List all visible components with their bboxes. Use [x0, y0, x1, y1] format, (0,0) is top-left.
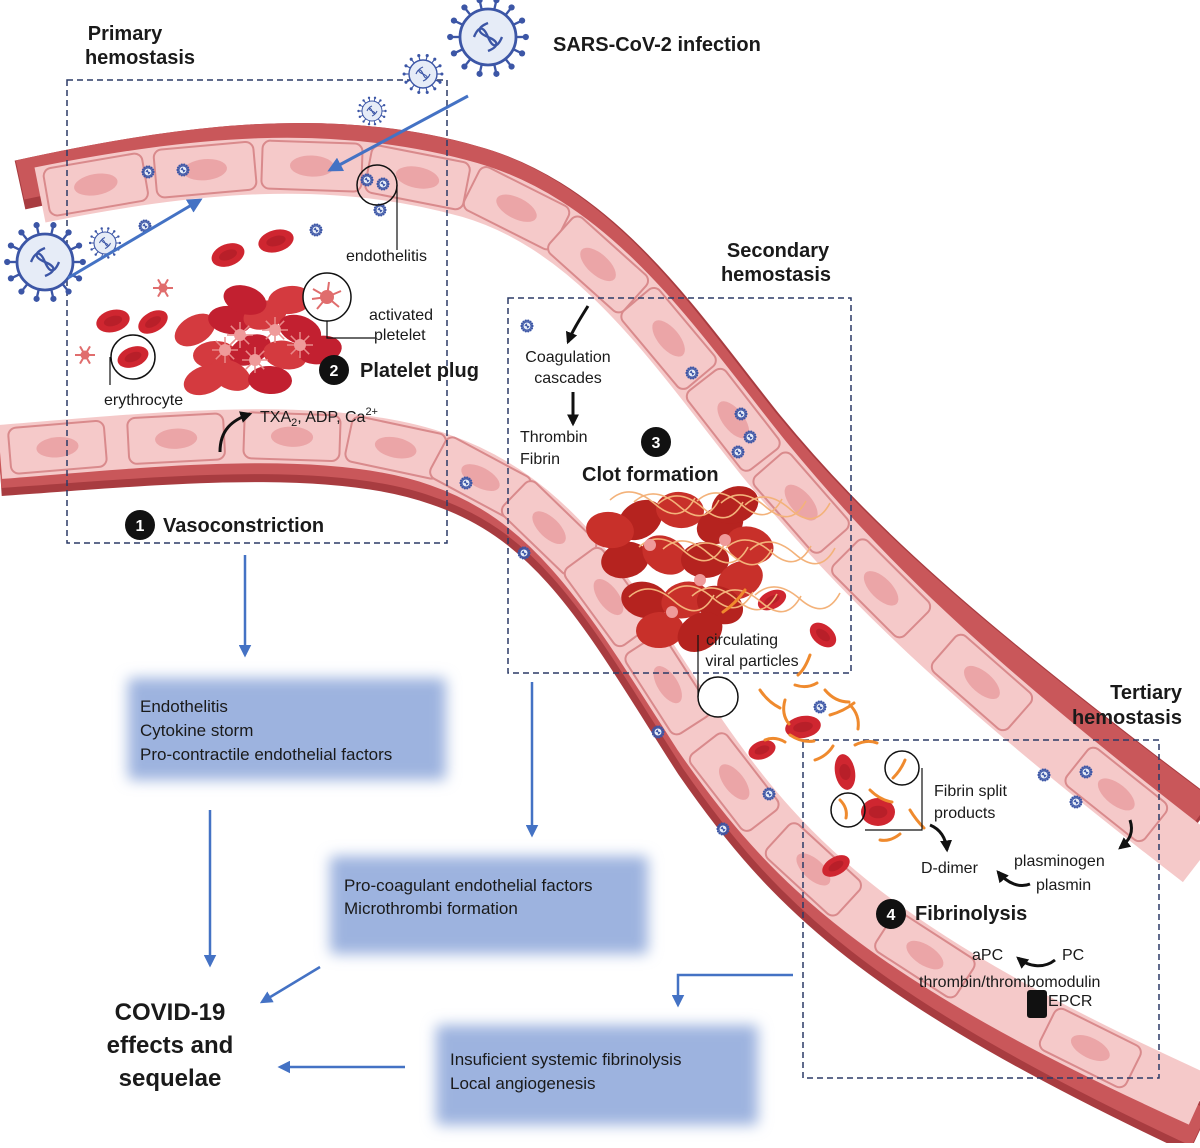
fibrin-strand	[855, 741, 877, 745]
activated-platelet-label: activated	[369, 307, 433, 324]
fibrin-strand	[825, 690, 849, 702]
apc-label: aPC	[972, 947, 1003, 964]
erythrocyte-cell	[832, 753, 858, 792]
erythrocyte-cell	[115, 342, 152, 372]
flow-arrow-box2-outcome	[262, 967, 320, 1002]
viral-particle-callout	[698, 677, 738, 717]
fibrin-strand	[850, 705, 858, 729]
ddimer-label: D-dimer	[921, 860, 979, 877]
outcome: COVID-19 effects and sequelae	[107, 999, 234, 1092]
step-1-number: 1	[136, 518, 145, 535]
endothelial-cell	[153, 141, 257, 198]
erythrocyte-cell	[256, 226, 296, 257]
erythrocyte-cell	[94, 306, 133, 336]
erythrocyte-label: erythrocyte	[104, 392, 183, 409]
effect-box-1-line: Endothelitis	[140, 697, 228, 716]
step-4-number: 4	[887, 907, 896, 924]
erythrocyte-cell	[783, 713, 822, 741]
step-1-label: Vasoconstriction	[163, 515, 324, 537]
virus-particle	[309, 224, 322, 237]
pc-arrow	[1018, 958, 1055, 966]
erythrocyte-cell	[208, 239, 247, 271]
endothelitis-label: endothelitis	[346, 248, 427, 265]
endothelial-cell	[127, 413, 225, 464]
effect-box-3-line: Insuficient systemic fibrinolysis	[450, 1050, 681, 1069]
effect-box-1-line: Cytokine storm	[140, 721, 253, 740]
thrombomodulin-label: thrombin/thrombomodulin	[919, 974, 1100, 991]
flow-arrow-tertiary	[678, 975, 793, 1005]
thrombin-label: Thrombin	[520, 429, 588, 446]
epcr-label: EPCR	[1048, 993, 1092, 1010]
plasmin-label: plasmin	[1036, 877, 1091, 894]
effect-box-2-line: Microthrombi formation	[344, 899, 518, 918]
outcome-line: COVID-19	[115, 999, 226, 1026]
cascade-arrow	[568, 306, 588, 342]
circulating-line: circulating	[706, 632, 778, 649]
platelet	[75, 346, 95, 363]
fibrin-split-callout-b	[831, 793, 865, 827]
virus-particle	[89, 227, 121, 258]
cascade-line: cascades	[534, 370, 602, 387]
step-2-label: Platelet plug	[360, 360, 479, 382]
fibrin-strand	[893, 760, 905, 778]
mediators-label: TXA2, ADP, Ca2+	[260, 406, 378, 429]
endothelial-cell	[261, 140, 363, 191]
fibrin-label: Fibrin	[520, 451, 560, 468]
tertiary-header-line: Tertiary	[1110, 682, 1183, 704]
epcr-receptor	[1027, 990, 1047, 1018]
fibrin-split-label: Fibrin split	[934, 783, 1007, 800]
effect-box-1-line: Pro-contractile endothelial factors	[140, 745, 392, 764]
virus-particle	[520, 320, 533, 333]
circulating-label: circulating viral particles	[705, 632, 798, 670]
erythrocyte-cell	[805, 618, 841, 653]
cascade-label: Coagulation cascades	[525, 349, 610, 387]
platelet	[153, 279, 173, 296]
virus-particle	[403, 54, 444, 94]
circulating-line: viral particles	[705, 653, 798, 670]
step-4-label: Fibrinolysis	[915, 903, 1027, 925]
virus-particle	[357, 97, 386, 126]
secondary-header: Secondary hemostasis	[721, 240, 831, 286]
erythrocyte-cell	[134, 305, 172, 338]
step-2-number: 2	[330, 363, 339, 380]
fibrin-strand	[760, 690, 780, 708]
activated-platelet-label: pletelet	[374, 327, 426, 344]
plasmin-arrow	[998, 872, 1030, 886]
virus-particle	[4, 222, 86, 302]
cascade-line: Coagulation	[525, 349, 610, 366]
virus-particle	[813, 701, 826, 714]
primary-header-line: Primary	[88, 23, 163, 45]
step-3-label: Clot formation	[582, 464, 719, 486]
virus-particle	[447, 0, 529, 77]
fibrin-strand	[815, 746, 833, 760]
outcome-line: effects and	[107, 1032, 234, 1059]
pc-label: PC	[1062, 947, 1084, 964]
effect-box-3-line: Local angiogenesis	[450, 1074, 596, 1093]
ddimer-arrow	[930, 825, 947, 850]
secondary-header-line: Secondary	[727, 240, 830, 262]
fibrin-strand	[880, 834, 900, 840]
secondary-header-line: hemostasis	[721, 264, 831, 286]
outcome-line: sequelae	[119, 1065, 222, 1092]
primary-header-line: hemostasis	[85, 47, 195, 69]
plasminogen-label: plasminogen	[1014, 853, 1105, 870]
fibrin-strand	[784, 700, 789, 724]
step-3-number: 3	[652, 435, 661, 452]
infection-label: SARS-CoV-2 infection	[553, 34, 761, 56]
fibrin-strand	[795, 683, 817, 687]
fibrin-strand	[798, 655, 810, 675]
endothelial-cell	[8, 420, 107, 474]
effect-box-2-line: Pro-coagulant endothelial factors	[344, 876, 593, 895]
primary-header: Primary hemostasis	[85, 23, 195, 69]
fibrin-split-label: products	[934, 805, 995, 822]
tertiary-header-line: hemostasis	[1072, 707, 1182, 729]
fibrin-strand	[840, 800, 846, 818]
